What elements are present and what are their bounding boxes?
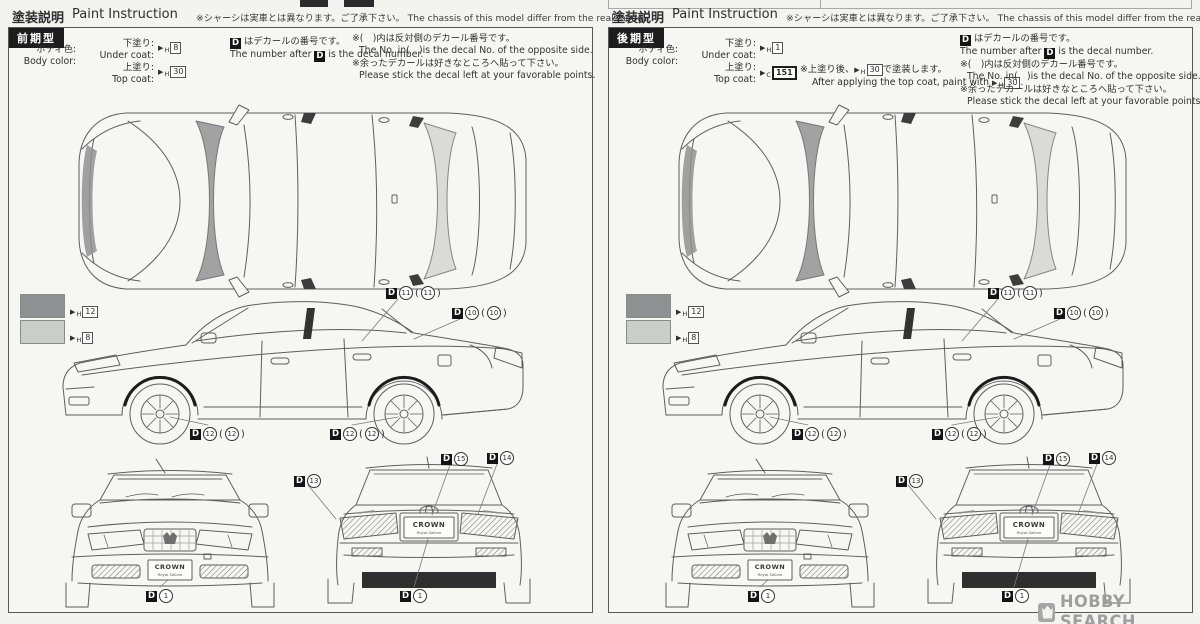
hobby-search-logo-text: HOBBY SEARCH [1060,592,1136,624]
panel-late-type [608,27,1193,613]
section-title-jp: 塗装説明 [12,11,65,26]
section-title-en: Paint Instruction [672,7,778,22]
chassis-note-en: The chassis of this model differ from th… [407,13,649,24]
chassis-note-jp: ※シャーシは実車とは異なります。ご了承下さい。 [786,13,995,24]
decal-d-icon: D [960,35,971,46]
section-title-jp: 塗装説明 [612,11,665,26]
paint-mark-icon: ▶ [158,44,164,52]
page-top-frame-remnant [608,8,1192,9]
page-top-frame-tick [608,0,609,9]
decal-side-note: ※( )内は反対側のデカール番号です。 The No. in( )is the … [352,33,596,82]
top-coat-label: 上塗り:Top coat: [714,62,756,85]
decal-notes-column: D はデカールの番号です。 The number after D is the … [960,33,1200,108]
top-coat-extra-note-en: After applying the top coat, paint with … [812,77,1024,89]
panel-early-type [8,27,593,613]
paint-mark-icon: ▶ [158,68,164,76]
chassis-note: ※シャーシは実車とは異なります。ご了承下さい。 The chassis of t… [786,10,1200,24]
hobby-search-logo: HOBBY SEARCH [1038,592,1200,624]
under-coat-label: 下塗り:Under coat: [701,38,756,61]
paint-mark-icon: ▶ [676,334,682,342]
top-coat-label: 上塗り:Top coat: [112,62,154,85]
section-title-en: Paint Instruction [72,7,178,22]
paint-swatch-dark [626,294,671,318]
chassis-note-en: The chassis of this model differ from th… [997,13,1200,24]
paint-mark-icon: ▶ [854,66,860,74]
type-label-early: 前期型 [9,28,64,48]
paint-mark-icon: ▶ [760,69,766,77]
page-top-tab-remnant [300,0,328,7]
decal-d-icon: D [314,51,326,62]
hobby-search-flame-icon [1038,602,1056,622]
decal-number-note: D はデカールの番号です。 The number after D is the … [230,36,424,62]
type-label-late: 後期型 [609,28,664,48]
decal-d-icon: D [230,38,241,49]
chassis-note: ※シャーシは実車とは異なります。ご了承下さい。 The chassis of t… [196,10,648,24]
paint-mark-icon: ▶ [676,308,682,316]
body-color-label: ボディ色:Body color: [23,44,76,67]
paint-mark-icon: ▶ [760,44,766,52]
paint-swatch-light [626,320,671,344]
paint-swatch-light [20,320,65,344]
page-top-tab-remnant [344,0,374,7]
chassis-note-jp: ※シャーシは実車とは異なります。ご了承下さい。 [196,13,405,24]
decal-d-icon: D [1044,48,1056,59]
page-top-frame-tick [1191,0,1192,9]
body-color-label: ボディ色:Body color: [625,44,678,67]
page-top-frame-tick [820,0,821,9]
paint-mark-icon: ▶ [70,308,76,316]
under-coat-label: 下塗り:Under coat: [99,38,154,61]
paint-swatch-dark [20,294,65,318]
paint-mark-icon: ▶ [992,79,998,87]
paint-mark-icon: ▶ [70,334,76,342]
